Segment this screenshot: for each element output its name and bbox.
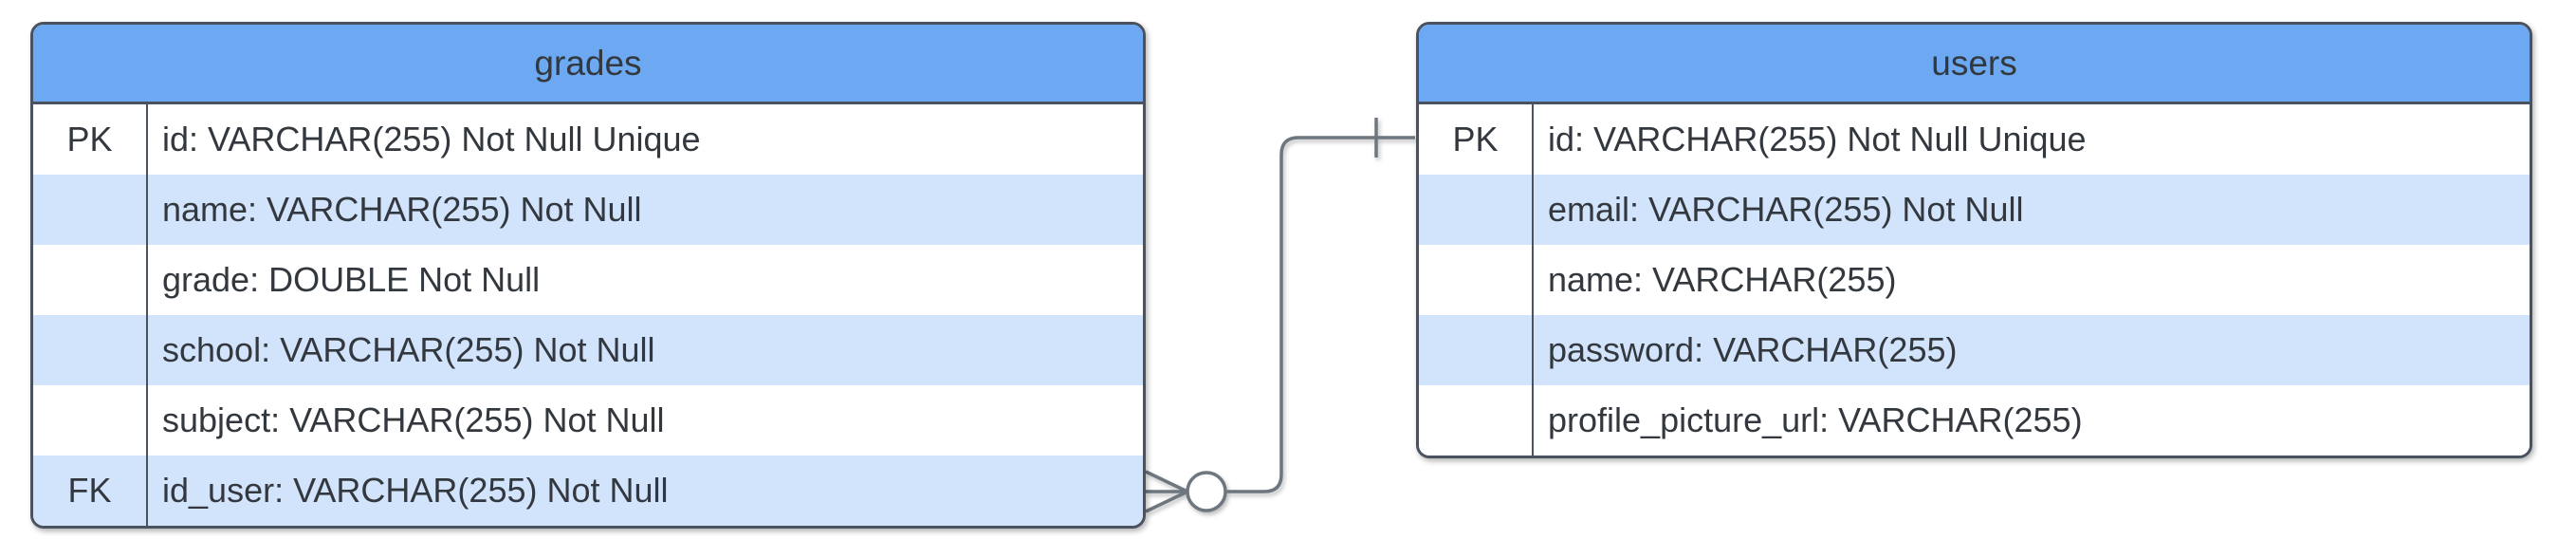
entity-users-title: users [1419,25,2530,104]
field-cell: id_user: VARCHAR(255) Not Null [162,471,669,510]
entity-row[interactable]: name: VARCHAR(255) Not Null [33,175,1143,245]
field-cell: subject: VARCHAR(255) Not Null [162,400,665,439]
field-cell: name: VARCHAR(255) Not Null [162,190,642,229]
field-cell: grade: DOUBLE Not Null [162,260,541,299]
field-cell: email: VARCHAR(255) Not Null [1548,190,2024,229]
key-cell: FK [33,456,148,526]
key-cell: PK [1419,104,1534,175]
key-cell: PK [33,104,148,175]
field-cell: profile_picture_url: VARCHAR(255) [1548,400,2083,439]
key-cell [33,175,148,245]
zero-circle-icon [1186,471,1227,512]
entity-row[interactable]: subject: VARCHAR(255) Not Null [33,385,1143,456]
field-cell: id: VARCHAR(255) Not Null Unique [1548,120,2087,158]
entity-grades[interactable]: grades PK id: VARCHAR(255) Not Null Uniq… [30,22,1146,529]
entity-grades-rows: PK id: VARCHAR(255) Not Null Unique name… [33,104,1143,526]
entity-row[interactable]: name: VARCHAR(255) [1419,245,2530,315]
entity-grades-title: grades [33,25,1143,104]
entity-users[interactable]: users PK id: VARCHAR(255) Not Null Uniqu… [1416,22,2532,458]
key-cell [1419,175,1534,245]
entity-row[interactable]: password: VARCHAR(255) [1419,315,2530,385]
entity-users-rows: PK id: VARCHAR(255) Not Null Unique emai… [1419,104,2530,456]
field-cell: password: VARCHAR(255) [1548,330,1958,369]
relationship-edge [1145,118,1415,513]
entity-row[interactable]: FK id_user: VARCHAR(255) Not Null [33,456,1143,526]
entity-row[interactable]: PK id: VARCHAR(255) Not Null Unique [1419,104,2530,175]
connector-line [1225,136,1415,493]
field-cell: name: VARCHAR(255) [1548,260,1897,299]
entity-row[interactable]: email: VARCHAR(255) Not Null [1419,175,2530,245]
key-cell [33,315,148,385]
entity-row[interactable]: PK id: VARCHAR(255) Not Null Unique [33,104,1143,175]
key-cell [1419,385,1534,456]
crows-foot-many-icon [1145,470,1188,513]
key-cell [1419,315,1534,385]
entity-row[interactable]: school: VARCHAR(255) Not Null [33,315,1143,385]
entity-row[interactable]: grade: DOUBLE Not Null [33,245,1143,315]
key-cell [33,245,148,315]
field-cell: id: VARCHAR(255) Not Null Unique [162,120,701,158]
key-cell [33,385,148,456]
entity-row[interactable]: profile_picture_url: VARCHAR(255) [1419,385,2530,456]
key-cell [1419,245,1534,315]
field-cell: school: VARCHAR(255) Not Null [162,330,655,369]
